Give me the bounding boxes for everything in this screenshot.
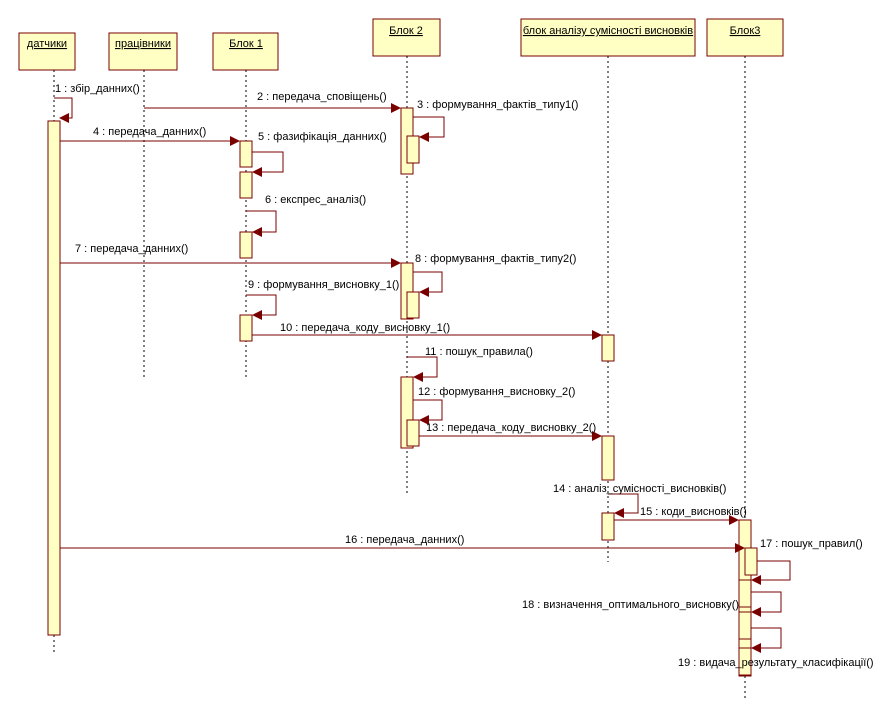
message-19: 19 : видача_результату_класифікації() (678, 627, 874, 669)
activation-block1 (239, 314, 253, 342)
message-label: 2 : передача_сповіщень() (257, 91, 387, 103)
activation-block1 (239, 140, 253, 168)
message-label: 5 : фазифікація_данних() (258, 131, 387, 143)
activation-block3-nested (744, 547, 758, 576)
message-12: 12 : формування_висновку_2() (413, 386, 575, 425)
activation-block1 (239, 231, 253, 259)
message-label: 3 : формування_фактів_типу1() (417, 99, 578, 111)
message-label: 16 : передача_данних() (345, 534, 464, 546)
message-label: 8 : формування_фактів_типу2() (415, 253, 576, 265)
lifeline-head-box (18, 32, 76, 71)
lifeline-title: Блок 2 (389, 25, 423, 37)
message-label: 18 : визначення_оптимального_висновку() (522, 599, 739, 611)
message-8: 8 : формування_фактів_типу2() (413, 253, 576, 297)
message-arrow (54, 97, 73, 123)
lifeline-workers: працівники (108, 32, 178, 380)
message-label: 9 : формування_висновку_1() (248, 279, 399, 291)
activation-compat (601, 334, 615, 362)
message-label: 1 : збір_данних() (55, 83, 140, 95)
message-label: 19 : видача_результату_класифікації() (678, 657, 874, 669)
activation-block1 (239, 171, 253, 199)
message-6: 6 : експрес_аналіз() (246, 194, 366, 237)
message-label: 11 : пошук_правила() (425, 346, 533, 358)
activation-sensors (47, 120, 61, 636)
message-9: 9 : формування_висновку_1() (246, 279, 399, 320)
message-label: 6 : експрес_аналіз() (265, 194, 366, 206)
message-label: 12 : формування_висновку_2() (418, 386, 575, 398)
lifeline-head-box (212, 32, 279, 71)
lifeline-title: Блок3 (730, 25, 761, 37)
message-1: 1 : збір_данних() (54, 83, 140, 123)
lifeline-head-box (108, 32, 178, 71)
message-arrow (413, 116, 445, 142)
message-13: 13 : передача_коду_висновку_2() (419, 422, 602, 441)
activation-block3-nested (738, 579, 752, 608)
message-arrow (751, 627, 782, 653)
message-4: 4 : передача_данних() (60, 126, 240, 146)
message-16: 16 : передача_данних() (60, 534, 745, 553)
message-label: 7 : передача_данних() (75, 243, 188, 255)
message-label: 17 : пошук_правил() (760, 538, 863, 550)
activation-block2-nested (406, 419, 420, 447)
message-label: 15 : коди_висновків() (640, 506, 747, 518)
message-5: 5 : фазифікація_данних() (252, 131, 387, 177)
activation-block2-nested (406, 291, 420, 319)
lifeline-sensors: датчики (18, 32, 76, 655)
lifeline-title: Блок 1 (229, 38, 263, 50)
message-arrow (246, 210, 277, 237)
lifeline-block1: Блок 1 (212, 32, 279, 380)
lifeline-title: працівники (115, 38, 171, 50)
lifeline-title: блок аналізу сумісності висновків (523, 25, 693, 37)
message-arrow (246, 294, 277, 320)
activation-compat (601, 435, 615, 481)
lifeline-head-box (520, 18, 696, 57)
message-14: 14 : аналіз_сумісності_висновків() (553, 483, 726, 518)
message-arrow (751, 560, 791, 585)
message-arrow (252, 151, 284, 177)
message-arrow (751, 591, 782, 617)
message-2: 2 : передача_сповіщень() (144, 91, 401, 113)
activation-block2-nested (406, 135, 420, 164)
lifeline-title: датчики (27, 38, 67, 50)
lifeline-head-box (706, 18, 784, 57)
activation-compat (601, 512, 615, 541)
message-7: 7 : передача_данних() (60, 243, 401, 268)
message-label: 10 : передача_коду_висновку_1() (280, 322, 450, 334)
activation-block3-nested (738, 647, 752, 676)
activation-block3-nested (738, 611, 752, 640)
message-label: 14 : аналіз_сумісності_висновків() (553, 483, 726, 495)
message-15: 15 : коди_висновків() (614, 506, 747, 525)
message-label: 4 : передача_данних() (93, 126, 206, 138)
message-11: 11 : пошук_правила() (407, 346, 533, 382)
message-arrow (413, 271, 443, 297)
message-arrow (413, 399, 443, 425)
message-label: 13 : передача_коду_висновку_2() (426, 422, 596, 434)
message-arrow (608, 493, 639, 518)
message-17: 17 : пошук_правил() (751, 538, 863, 585)
message-18: 18 : визначення_оптимального_висновку() (522, 591, 782, 617)
message-arrow (407, 356, 438, 382)
message-3: 3 : формування_фактів_типу1() (413, 99, 578, 142)
message-10: 10 : передача_коду_висновку_1() (252, 322, 602, 340)
